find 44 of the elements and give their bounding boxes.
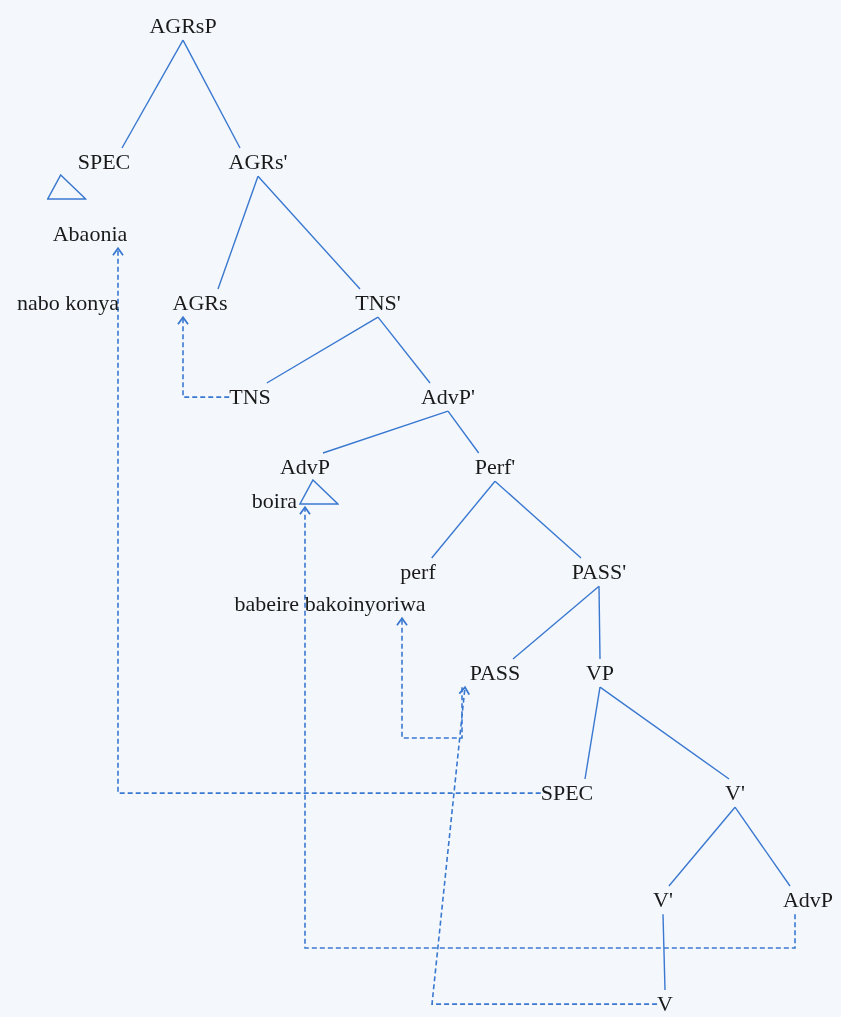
- node-label: V': [653, 888, 673, 913]
- node-label: PASS: [469, 661, 521, 686]
- tree-branch: [584, 686, 601, 780]
- node-label: TNS: [229, 385, 271, 410]
- node-label: AdvP: [279, 455, 331, 480]
- node-label: AGRsP: [149, 14, 217, 39]
- node-label: AGRs: [172, 291, 228, 316]
- node-label: Perf': [474, 455, 516, 480]
- movement-arrow: [431, 686, 658, 1005]
- tree-branch: [121, 39, 184, 149]
- tree-branch: [662, 913, 666, 991]
- node-label: VP: [585, 661, 615, 686]
- node-label: babeire bakoinyoriwa: [234, 592, 426, 617]
- tree-branch: [734, 806, 791, 887]
- tree-branch: [257, 175, 361, 290]
- node-label: perf: [400, 560, 436, 585]
- node-label: V': [725, 781, 745, 806]
- tree-branch: [431, 480, 496, 559]
- movement-arrow: [299, 506, 796, 949]
- movement-arrow: [112, 247, 542, 794]
- tree-branch: [447, 410, 480, 454]
- node-label: AGRs': [228, 150, 288, 175]
- tree-branch: [217, 175, 259, 290]
- movement-arrow: [396, 617, 463, 739]
- node-label: V: [657, 992, 673, 1017]
- node-label: SPEC: [540, 781, 594, 806]
- node-label: Abaonia: [52, 222, 128, 247]
- node-label: TNS': [355, 291, 401, 316]
- tree-branch: [266, 316, 379, 384]
- tree-branch: [182, 39, 241, 149]
- node-label: AdvP: [782, 888, 834, 913]
- movement-arrow: [177, 316, 230, 398]
- tree-branch: [322, 410, 449, 454]
- node-label: AdvP': [420, 385, 476, 410]
- node-label: PASS': [571, 560, 627, 585]
- tree-branch: [599, 686, 730, 780]
- node-label: SPEC: [77, 150, 131, 175]
- tree-branch: [668, 806, 736, 887]
- tree-branch: [494, 480, 582, 559]
- tree-branch: [377, 316, 431, 384]
- word-label: boira: [251, 489, 297, 514]
- word-label: nabo konya: [17, 291, 119, 316]
- tree-branch: [598, 585, 601, 660]
- tree-branch: [512, 585, 600, 660]
